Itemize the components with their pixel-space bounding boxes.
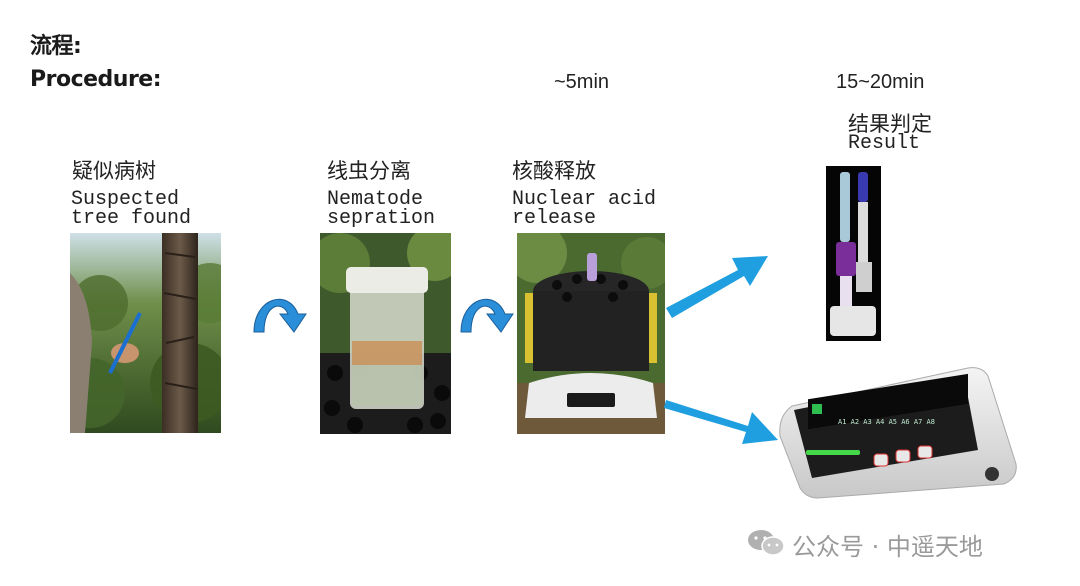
wechat-icon (746, 528, 786, 562)
step-4-label-zh: 结果判定 (848, 112, 932, 136)
tree-photo (70, 233, 221, 433)
step-4-label-en: Result (848, 132, 921, 155)
heater-device-photo (517, 233, 665, 434)
arrow-down-right-icon (662, 386, 782, 448)
nematode-jar-photo (320, 233, 451, 434)
curved-arrow-icon (455, 288, 519, 334)
test-strip-photo (826, 166, 881, 341)
step-3-label-zh: 核酸释放 (512, 159, 596, 183)
step-3-label-en: Nuclear acid release (512, 188, 657, 230)
step-2-label-zh: 线虫分离 (327, 159, 411, 183)
release-time-label: ~5min (554, 71, 610, 93)
reader-device: A1 A2 A3 A4 A5 A6 A7 A8 (778, 366, 1018, 504)
arrow-up-right-icon (662, 250, 772, 322)
svg-text:A1 A2 A3 A4 A5 A6 A7 A8: A1 A2 A3 A4 A5 A6 A7 A8 (838, 418, 935, 426)
title-en: Procedure: (30, 67, 162, 92)
step-1-label-zh: 疑似病树 (72, 159, 156, 183)
step-2-label-en: Nematode sepration (327, 188, 436, 230)
curved-arrow-icon (248, 288, 312, 334)
watermark-text: 公众号 · 中遥天地 (792, 533, 983, 561)
title-zh: 流程: (30, 34, 82, 59)
result-time-label: 15~20min (836, 71, 925, 93)
step-1-label-en: Suspected tree found (71, 188, 192, 230)
